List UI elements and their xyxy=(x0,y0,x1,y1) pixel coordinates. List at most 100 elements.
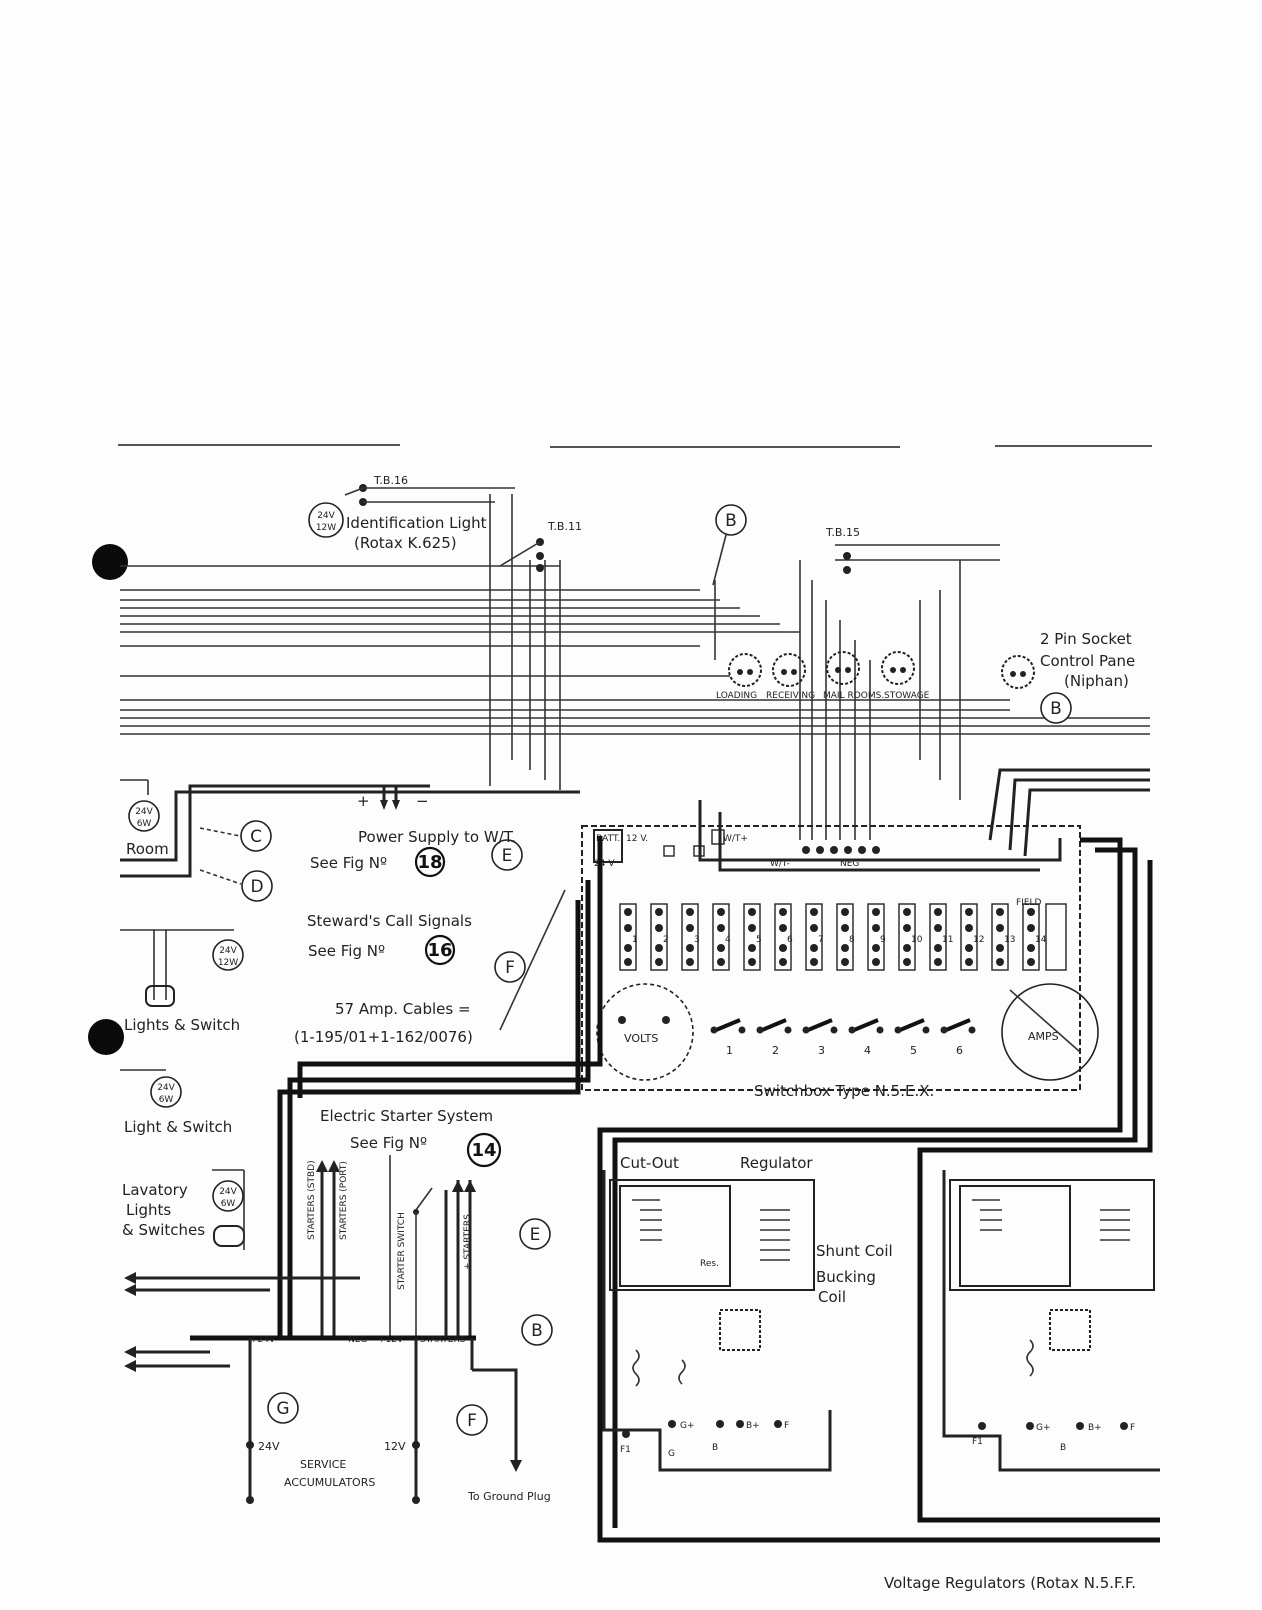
svg-text:Shunt Coil: Shunt Coil xyxy=(816,1242,893,1260)
terminal-number: 12 xyxy=(973,935,984,945)
svg-text:24 V: 24 V xyxy=(594,859,615,869)
ref-circle-d: D xyxy=(199,869,273,902)
svg-text:STARTERS (PORT): STARTERS (PORT) xyxy=(339,1161,349,1240)
vertical-wire-drops xyxy=(489,494,1000,840)
lamp-icon xyxy=(308,502,344,538)
svg-text:STARTER SWITCH: STARTER SWITCH xyxy=(397,1212,407,1290)
svg-text:24V: 24V xyxy=(219,946,237,956)
room-label: Room xyxy=(126,840,169,858)
rotax-k625-label: (Rotax K.625) xyxy=(354,534,457,552)
switch-number: 1 xyxy=(726,1044,733,1057)
svg-text:B: B xyxy=(531,1321,543,1341)
svg-text:B+: B+ xyxy=(1088,1423,1102,1433)
tb16-block: T.B.16 xyxy=(344,474,515,506)
switch-4: 4 xyxy=(848,1018,884,1057)
ref-circle-b-right: B xyxy=(1040,692,1072,724)
fig-14-badge: 14 xyxy=(471,1140,496,1161)
terminal-12: 12 xyxy=(960,903,984,971)
svg-text:Electric Starter System: Electric Starter System xyxy=(320,1107,493,1125)
switch-2: 2 xyxy=(756,1018,792,1057)
svg-text:B: B xyxy=(1060,1443,1066,1453)
svg-text:Cut-Out: Cut-Out xyxy=(620,1154,679,1172)
switch-number: 2 xyxy=(772,1044,779,1057)
horizontal-wire-bundle xyxy=(120,565,1150,735)
svg-text:24V: 24V xyxy=(157,1083,175,1093)
socket-mailrooms-label: MAIL ROOMS. xyxy=(823,691,884,701)
svg-text:NEG: NEG xyxy=(840,859,859,869)
identification-light: 24V 12W Identification Light (Rotax K.62… xyxy=(308,502,487,552)
lamp-24v-6w: 24V 6W Light & Switch xyxy=(120,1069,232,1136)
terminal-7: 7 xyxy=(805,903,824,971)
tb15-block: T.B.15 xyxy=(825,526,860,574)
terminal-number: 13 xyxy=(1004,935,1015,945)
switch-number: 6 xyxy=(956,1044,963,1057)
svg-text:F: F xyxy=(1130,1423,1135,1433)
terminal-number: 2 xyxy=(663,935,669,945)
ref-circle-e-left: E xyxy=(491,839,523,871)
switch-number: 3 xyxy=(818,1044,825,1057)
svg-text:6W: 6W xyxy=(159,1095,174,1105)
light-switch-label: Light & Switch xyxy=(124,1118,232,1136)
svg-text:Control Pane: Control Pane xyxy=(1040,652,1135,670)
switch-3: 3 xyxy=(802,1018,838,1057)
svg-text:ACCUMULATORS: ACCUMULATORS xyxy=(284,1476,375,1489)
svg-text:12V: 12V xyxy=(384,1440,406,1453)
terminal-number: 1 xyxy=(632,935,638,945)
identification-light-label: Identification Light xyxy=(346,514,487,532)
terminal-number: 10 xyxy=(911,935,923,945)
socket-loading-label: LOADING xyxy=(716,691,757,701)
tb15-label: T.B.15 xyxy=(825,526,860,539)
svg-text:2 Pin Socket: 2 Pin Socket xyxy=(1040,630,1132,648)
terminal-number: 6 xyxy=(787,935,793,945)
svg-text:24V: 24V xyxy=(219,1187,237,1197)
svg-text:57 Amp. Cables =: 57 Amp. Cables = xyxy=(335,1000,471,1018)
svg-text:Steward's Call Signals: Steward's Call Signals xyxy=(307,912,472,930)
terminal-1: 1 xyxy=(619,903,638,971)
svg-text:See Fig Nº: See Fig Nº xyxy=(308,942,385,960)
terminal-number: 14 xyxy=(1035,935,1047,945)
fig-16-badge: 16 xyxy=(427,940,452,961)
switch-number: 4 xyxy=(864,1044,871,1057)
svg-text:(Niphan): (Niphan) xyxy=(1064,672,1129,690)
svg-text:Lavatory: Lavatory xyxy=(122,1181,188,1199)
stewards-note: Steward's Call Signals See Fig Nº 16 xyxy=(307,912,472,966)
switch-icon xyxy=(145,985,175,1007)
terminal-4: 4 xyxy=(712,903,731,971)
svg-text:AMPS: AMPS xyxy=(1028,1030,1059,1043)
socket-row: LOADING RECEIVING MAIL ROOMS. STOWAGE xyxy=(716,651,1035,701)
terminal-number: 4 xyxy=(725,935,731,945)
lamp-icon xyxy=(128,800,160,832)
ammeter-icon xyxy=(1001,983,1099,1081)
terminal-5: 5 xyxy=(743,903,762,971)
svg-text:+ STARTERS: + STARTERS xyxy=(463,1214,473,1270)
switch-6: 6 xyxy=(940,1018,976,1057)
header-rule xyxy=(118,444,1152,448)
tb16-label: T.B.16 xyxy=(373,474,408,487)
terminal-number: 3 xyxy=(694,935,700,945)
terminal-2: 2 xyxy=(650,903,669,971)
socket-receiving-label: RECEIVING xyxy=(766,691,815,701)
switch-number: 5 xyxy=(910,1044,917,1057)
terminal-10: 10 xyxy=(898,903,923,971)
ref-circle-c: C xyxy=(199,820,272,852)
svg-text:D: D xyxy=(250,877,263,897)
svg-text:12 V.: 12 V. xyxy=(626,834,648,844)
ref-circle-f-mid: F xyxy=(494,951,526,983)
svg-text:VOLTS: VOLTS xyxy=(624,1032,658,1045)
svg-text:FIELD: FIELD xyxy=(1016,898,1042,908)
svg-text:See Fig Nº: See Fig Nº xyxy=(310,854,387,872)
svg-text:G: G xyxy=(668,1449,675,1459)
svg-text:W/T-: W/T- xyxy=(770,859,790,869)
terminal-field xyxy=(1045,903,1067,971)
terminal-8: 8 xyxy=(836,903,855,971)
svg-text:F: F xyxy=(467,1411,477,1431)
lavatory-lights: Lavatory Lights & Switches 24V 6W xyxy=(122,1169,245,1250)
lamp-icon xyxy=(150,1076,182,1108)
svg-text:24V: 24V xyxy=(317,511,335,521)
terminal-number: 8 xyxy=(849,935,855,945)
svg-text:12W: 12W xyxy=(218,958,238,968)
svg-text:F1: F1 xyxy=(972,1437,983,1447)
tb11-label: T.B.11 xyxy=(547,520,582,533)
room-lamp: 24V 6W Room xyxy=(120,779,580,878)
